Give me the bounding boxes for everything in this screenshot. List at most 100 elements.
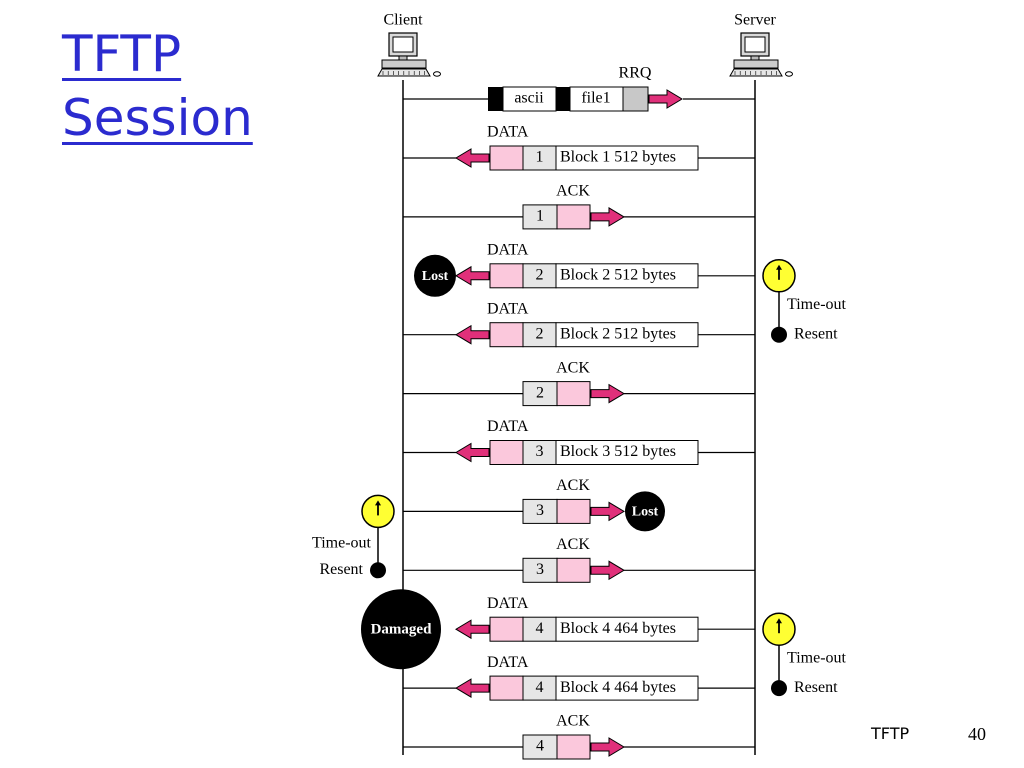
server-computer-icon bbox=[729, 32, 793, 77]
data-header-pink bbox=[489, 145, 524, 171]
ack-header-pink bbox=[556, 734, 591, 760]
ack-block-number: 3 bbox=[536, 561, 544, 578]
clock-icon bbox=[762, 612, 796, 646]
monitor-screen bbox=[744, 36, 766, 53]
data-payload-text: Block 2 512 bytes bbox=[560, 266, 676, 283]
rrq-filename-text: file1 bbox=[581, 90, 610, 107]
rrq-field-black-1 bbox=[488, 87, 503, 111]
clock-icon bbox=[762, 259, 796, 293]
lost-label: Lost bbox=[422, 269, 449, 284]
timeout-label: Time-out bbox=[312, 535, 372, 552]
data-label: DATA bbox=[487, 418, 529, 435]
data-payload-box bbox=[555, 675, 699, 701]
ack-header-pink bbox=[556, 204, 591, 230]
data-block-number: 2 bbox=[536, 266, 544, 283]
message-9: 4 Block 4 464 bytes DATA Damaged bbox=[361, 589, 755, 670]
data-arrow bbox=[455, 619, 490, 640]
ack-block-num-box bbox=[522, 734, 558, 760]
data-payload-box bbox=[555, 322, 699, 348]
data-arrow bbox=[455, 442, 490, 463]
title-line-2: Session bbox=[62, 89, 253, 147]
data-header-pink bbox=[489, 322, 524, 348]
ack-label: ACK bbox=[556, 183, 590, 200]
rrq-field-black-2 bbox=[556, 87, 570, 111]
title-line-1: TFTP bbox=[62, 25, 182, 83]
data-header-pink bbox=[489, 616, 524, 642]
rrq-label: RRQ bbox=[619, 65, 652, 82]
ack-arrow bbox=[590, 383, 625, 404]
data-block-number: 4 bbox=[536, 679, 544, 696]
ack-label: ACK bbox=[556, 477, 590, 494]
data-block-num-box bbox=[522, 675, 557, 701]
data-payload-text: Block 4 464 bytes bbox=[560, 620, 676, 637]
rrq-arrow bbox=[648, 89, 683, 109]
timeout-label: Time-out bbox=[787, 649, 847, 666]
server-label: Server bbox=[734, 12, 776, 29]
damaged-circle bbox=[361, 589, 441, 670]
message-11: 4 ACK bbox=[403, 713, 755, 760]
message-2: 1 ACK bbox=[403, 183, 755, 230]
clock-hand-tip bbox=[776, 264, 782, 270]
data-arrow bbox=[455, 148, 490, 168]
timeout-label: Time-out bbox=[787, 296, 847, 313]
message-8: 3 ACK bbox=[403, 536, 755, 583]
monitor-screen bbox=[392, 36, 414, 53]
clock-hand-tip bbox=[776, 618, 782, 624]
data-block-number: 2 bbox=[536, 325, 544, 342]
data-arrow bbox=[455, 678, 490, 698]
ack-block-num-box bbox=[522, 557, 558, 583]
data-payload-box bbox=[555, 440, 699, 465]
resent-label: Resent bbox=[319, 561, 363, 578]
slide-title: TFTP Session bbox=[62, 22, 253, 150]
ack-block-number: 2 bbox=[536, 384, 544, 401]
resent-dot bbox=[370, 562, 386, 579]
data-payload-box bbox=[555, 145, 699, 171]
message-5: 2 ACK bbox=[403, 359, 755, 407]
ack-label: ACK bbox=[556, 713, 590, 730]
data-payload-text: Block 1 512 bytes bbox=[560, 149, 676, 166]
ack-arrow bbox=[590, 737, 625, 757]
ack-label: ACK bbox=[556, 359, 590, 376]
client-computer-icon bbox=[377, 32, 441, 77]
rrq-filename-box bbox=[569, 86, 624, 112]
ack-arrow bbox=[590, 560, 625, 581]
data-block-number: 4 bbox=[536, 620, 544, 637]
damaged-label: Damaged bbox=[371, 622, 432, 638]
ack-header-pink bbox=[556, 381, 591, 407]
data-block-number: 3 bbox=[536, 443, 544, 460]
ack-arrow bbox=[590, 501, 625, 522]
resent-label: Resent bbox=[794, 325, 838, 342]
ack-header-pink bbox=[556, 498, 591, 524]
lost-circle bbox=[625, 491, 665, 532]
footer-label: TFTP bbox=[871, 724, 910, 743]
data-label: DATA bbox=[487, 241, 529, 258]
clock-icon bbox=[361, 494, 395, 529]
data-arrow bbox=[455, 324, 490, 345]
computer-base bbox=[381, 59, 427, 69]
ack-block-number: 4 bbox=[536, 738, 544, 755]
ack-block-num-box bbox=[522, 381, 558, 407]
data-label: DATA bbox=[487, 595, 529, 612]
ack-block-number: 1 bbox=[536, 208, 544, 225]
clock-hand-tip bbox=[375, 500, 381, 506]
monitor-stand bbox=[398, 55, 408, 61]
ack-header-pink bbox=[556, 557, 591, 583]
rrq-field-gray bbox=[622, 86, 649, 112]
page-number: 40 bbox=[968, 724, 986, 744]
data-payload-text: Block 4 464 bytes bbox=[560, 679, 676, 696]
ack-label: ACK bbox=[556, 536, 590, 553]
ack-block-number: 3 bbox=[536, 502, 544, 519]
data-block-num-box bbox=[522, 263, 557, 289]
monitor-stand bbox=[750, 55, 760, 61]
lost-circle bbox=[414, 254, 456, 297]
data-arrow bbox=[455, 265, 490, 286]
data-payload-box bbox=[555, 616, 699, 642]
mouse bbox=[785, 71, 793, 77]
data-payload-text: Block 2 512 bytes bbox=[560, 325, 676, 342]
